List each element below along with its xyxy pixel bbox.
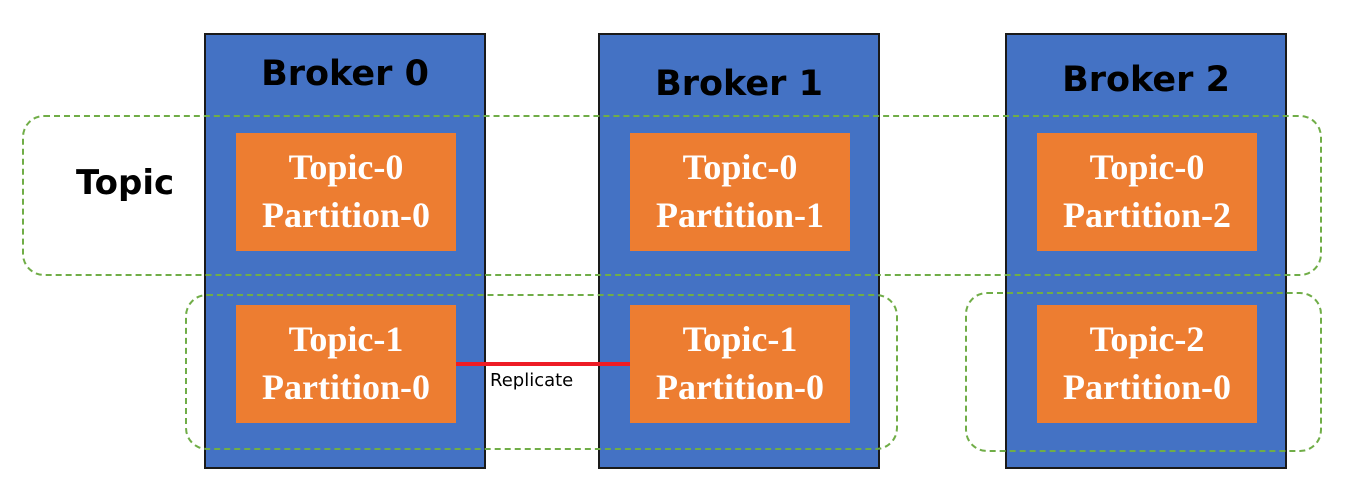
broker-1-title: Broker 1 — [655, 64, 823, 104]
replicate-connector-line — [456, 362, 630, 366]
partition-number-label: Partition-0 — [262, 195, 430, 235]
replicate-label: Replicate — [490, 370, 574, 391]
partition-number-label: Partition-0 — [656, 367, 824, 407]
broker-0-box: Broker 0 Topic-0 Partition-0 Topic-1 Par… — [204, 33, 486, 469]
partition-topic-label: Topic-0 — [1089, 147, 1205, 188]
partition-number-label: Partition-0 — [1063, 367, 1231, 407]
broker-2-title: Broker 2 — [1062, 60, 1230, 100]
partition-topic-label: Topic-2 — [1089, 319, 1205, 360]
broker-2-topic-0-partition-2: Topic-0 Partition-2 — [1037, 133, 1257, 251]
broker-2-topic-2-partition-0: Topic-2 Partition-0 — [1037, 305, 1257, 423]
partition-number-label: Partition-1 — [656, 195, 824, 235]
partition-number-label: Partition-2 — [1063, 195, 1231, 235]
partition-topic-label: Topic-0 — [288, 147, 404, 188]
partition-topic-label: Topic-1 — [288, 319, 404, 360]
broker-0-topic-1-partition-0: Topic-1 Partition-0 — [236, 305, 456, 423]
partition-topic-label: Topic-0 — [682, 147, 798, 188]
broker-1-topic-1-partition-0: Topic-1 Partition-0 — [630, 305, 850, 423]
partition-topic-label: Topic-1 — [682, 319, 798, 360]
broker-1-box: Broker 1 Topic-0 Partition-1 Topic-1 Par… — [598, 33, 880, 469]
partition-number-label: Partition-0 — [262, 367, 430, 407]
broker-0-topic-0-partition-0: Topic-0 Partition-0 — [236, 133, 456, 251]
broker-0-title: Broker 0 — [261, 54, 429, 94]
topic-group-label: Topic — [76, 163, 175, 203]
broker-1-topic-0-partition-1: Topic-0 Partition-1 — [630, 133, 850, 251]
broker-2-box: Broker 2 Topic-0 Partition-2 Topic-2 Par… — [1005, 33, 1287, 469]
